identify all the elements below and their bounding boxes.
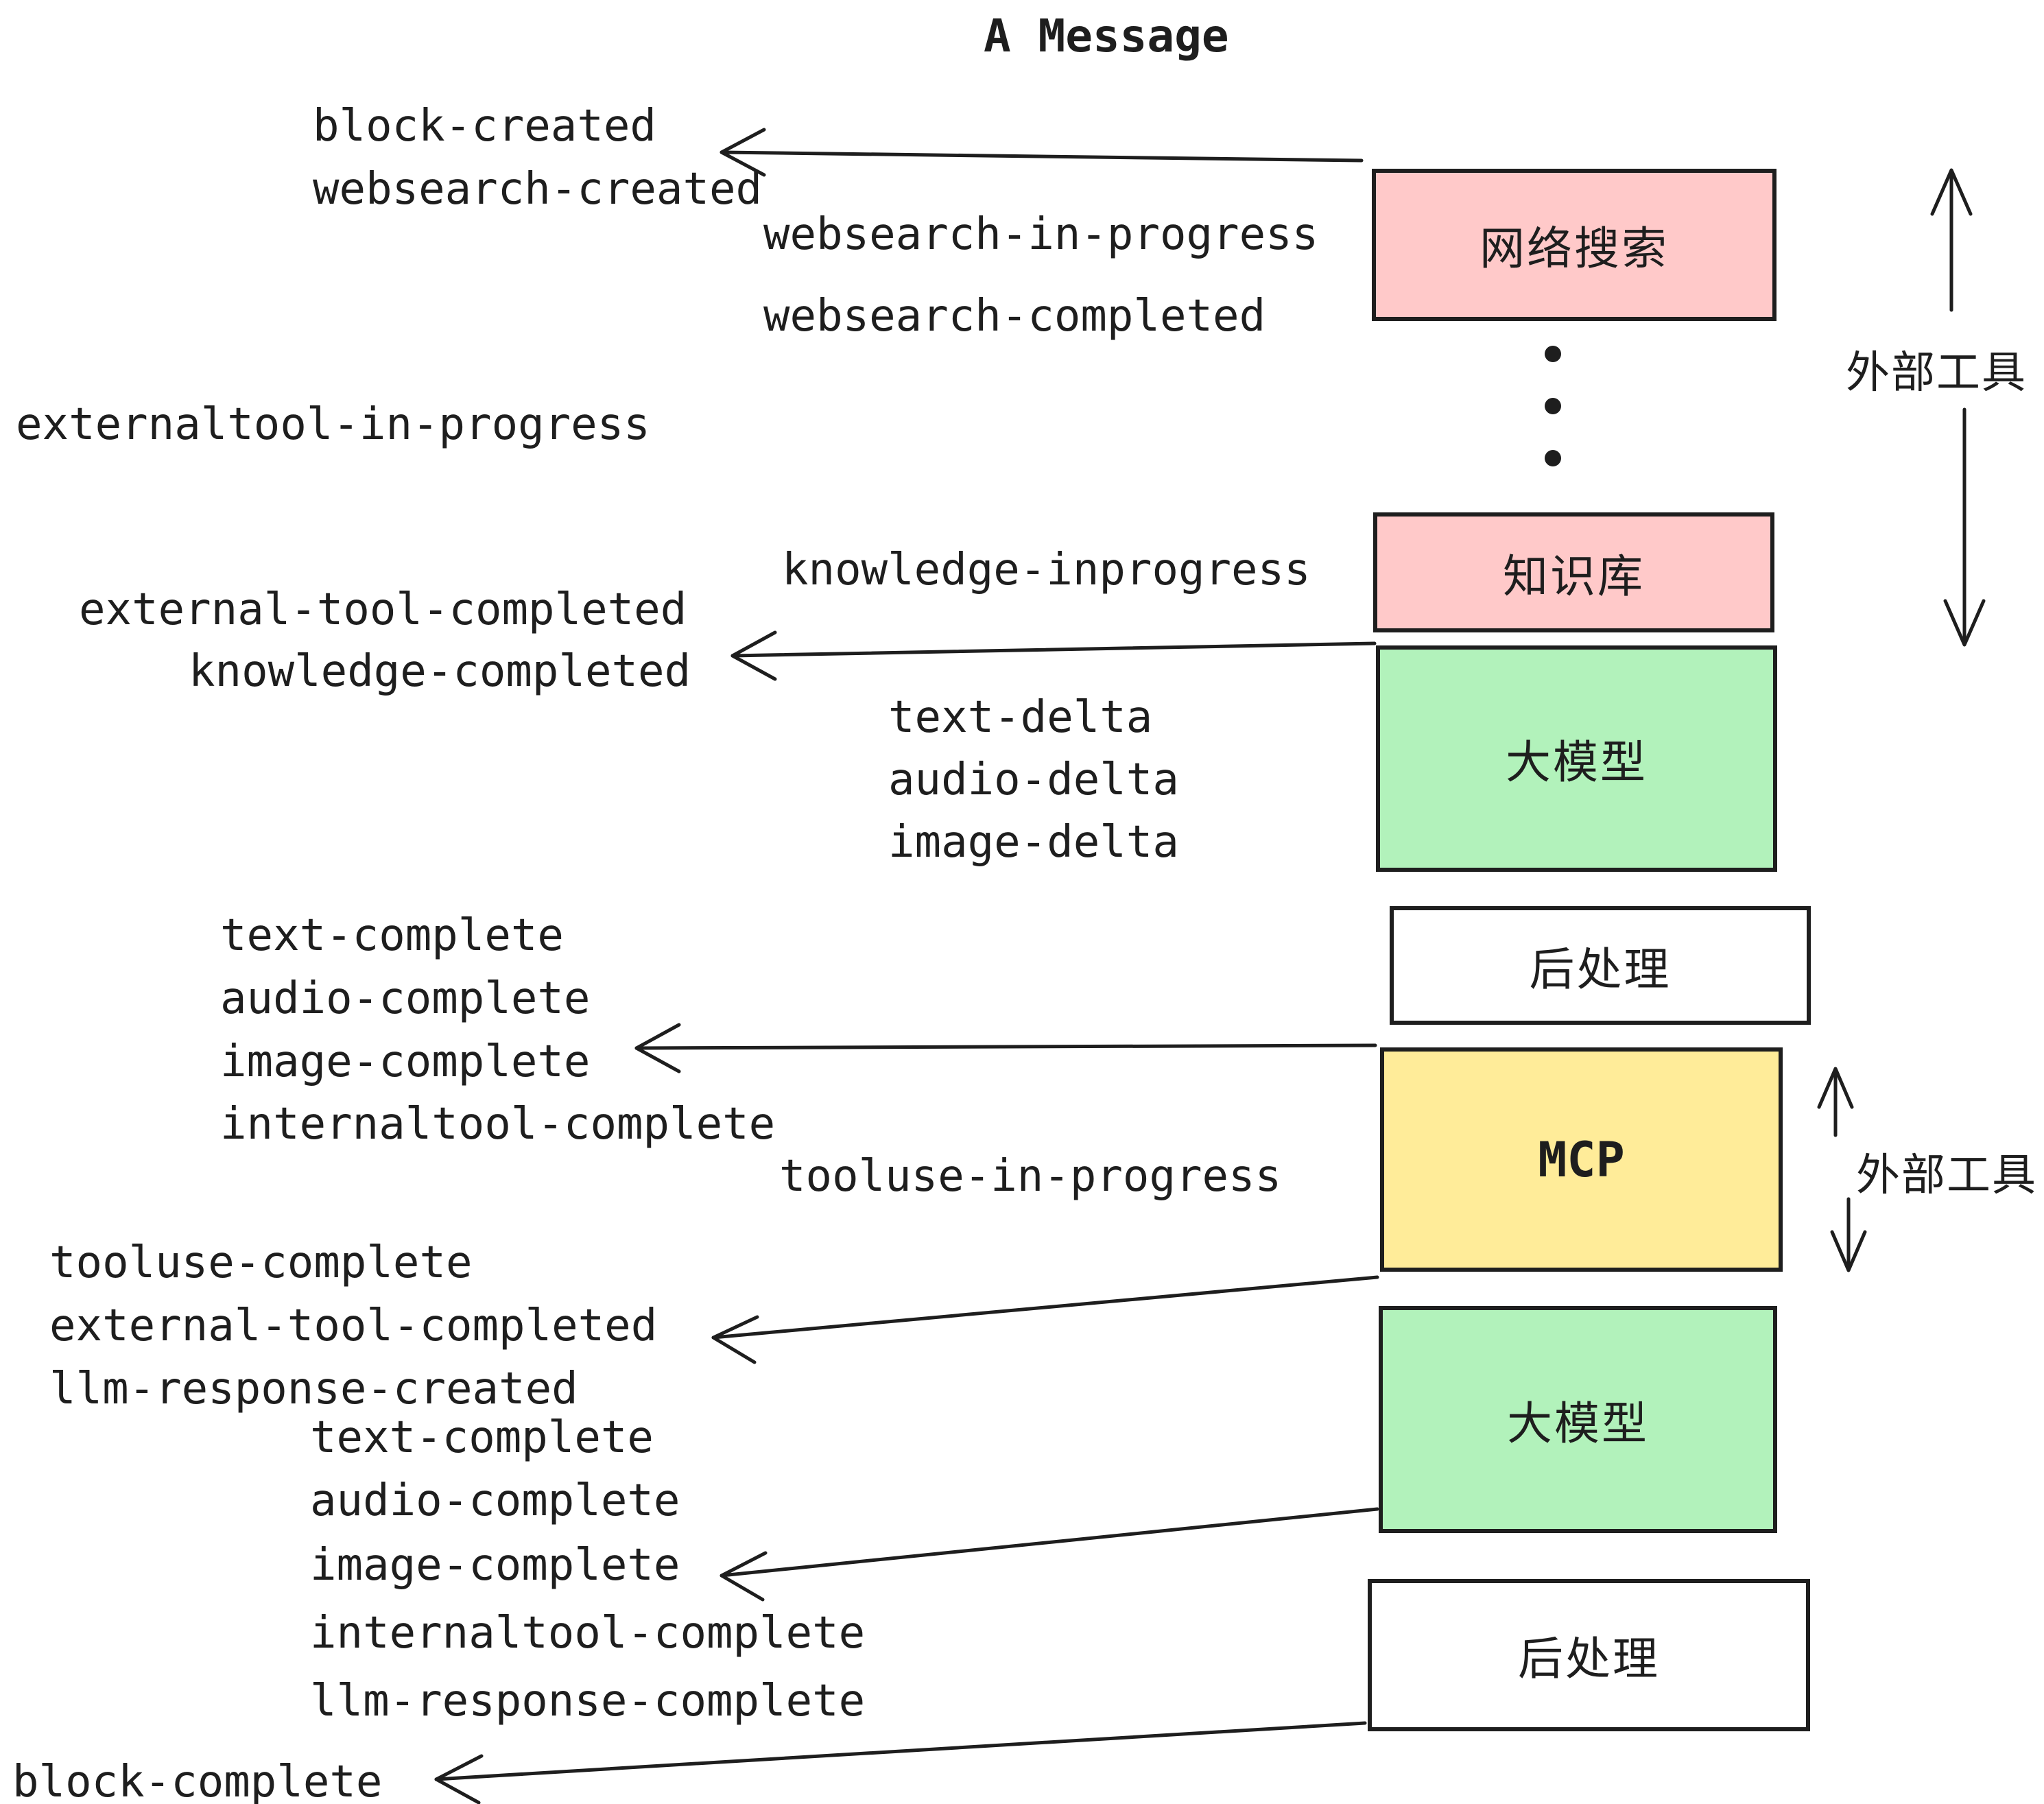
- event-label-text-complete-1: text-complete: [220, 910, 564, 961]
- box-llm-2: 大模型: [1379, 1306, 1777, 1533]
- box-mcp: MCP: [1380, 1047, 1783, 1272]
- arrow-audio-complete: [720, 1507, 1379, 1602]
- event-label-websearch-completed: websearch-completed: [763, 291, 1266, 342]
- box-knowledge: 知识库: [1373, 512, 1774, 632]
- event-label-audio-complete-2: audio-complete: [310, 1475, 680, 1526]
- event-label-internaltool-complete-1: internaltool-complete: [220, 1099, 776, 1150]
- arrow-knowledge-completed: [730, 630, 1377, 681]
- box-label-mcp: MCP: [1538, 1131, 1625, 1188]
- event-label-externaltool-in-progress: externaltool-in-progress: [16, 399, 650, 450]
- arrow-websearch-created: [720, 128, 1364, 177]
- event-label-block-created: block-created: [313, 101, 656, 152]
- external-tools-2-down-arrow: [1830, 1197, 1867, 1272]
- event-label-audio-delta-1: audio-delta: [888, 755, 1179, 805]
- event-label-external-tool-completed-1: external-tool-completed: [79, 584, 687, 635]
- event-label-knowledge-completed: knowledge-completed: [189, 646, 691, 697]
- arrow-block-complete: [434, 1721, 1367, 1804]
- event-label-block-complete: block-complete: [12, 1757, 383, 1804]
- box-postprocess-2: 后处理: [1368, 1579, 1810, 1731]
- event-label-websearch-created: websearch-created: [313, 164, 763, 215]
- box-label-websearch: 网络搜索: [1479, 222, 1669, 275]
- event-label-tooluse-complete: tooluse-complete: [49, 1237, 473, 1288]
- box-websearch: 网络搜索: [1372, 169, 1776, 321]
- arrow-tooluse-complete: [711, 1275, 1379, 1364]
- event-label-external-tool-completed-2: external-tool-completed: [49, 1301, 658, 1351]
- external-tools-2-up-arrow: [1817, 1067, 1854, 1137]
- event-label-image-complete-1: image-complete: [220, 1036, 591, 1087]
- event-label-llm-response-complete: llm-response-complete: [310, 1676, 866, 1726]
- arrow-image-complete: [634, 1023, 1377, 1073]
- event-label-image-complete-2: image-complete: [310, 1540, 680, 1591]
- event-label-text-delta-1: text-delta: [888, 692, 1153, 743]
- box-label-postprocess-1: 后处理: [1529, 942, 1672, 996]
- event-label-internaltool-complete-2: internaltool-complete: [310, 1608, 866, 1659]
- event-label-knowledge-inprogress: knowledge-inprogress: [782, 545, 1311, 595]
- event-label-audio-complete-1: audio-complete: [220, 973, 591, 1024]
- vertical-ellipsis-dots: [1545, 346, 1561, 466]
- box-label-knowledge: 知识库: [1503, 549, 1645, 603]
- event-label-llm-response-created: llm-response-created: [49, 1364, 578, 1414]
- side-label-external-tools-1: 外部工具: [1846, 348, 2027, 399]
- box-label-llm-1: 大模型: [1506, 736, 1648, 789]
- event-label-websearch-in-progress: websearch-in-progress: [763, 209, 1319, 260]
- box-label-postprocess-2: 后处理: [1518, 1633, 1660, 1685]
- event-label-image-delta-1: image-delta: [888, 817, 1179, 868]
- box-postprocess-1: 后处理: [1390, 906, 1811, 1025]
- page-title: A Message: [984, 10, 1229, 62]
- event-label-text-complete-2: text-complete: [310, 1412, 654, 1463]
- external-tools-1-up-arrow: [1930, 168, 1973, 312]
- event-label-tooluse-in-progress: tooluse-in-progress: [779, 1151, 1282, 1202]
- box-llm-1: 大模型: [1376, 645, 1777, 872]
- side-label-external-tools-2: 外部工具: [1856, 1150, 2037, 1201]
- box-label-llm-2: 大模型: [1507, 1397, 1649, 1450]
- external-tools-1-down-arrow: [1943, 407, 1986, 647]
